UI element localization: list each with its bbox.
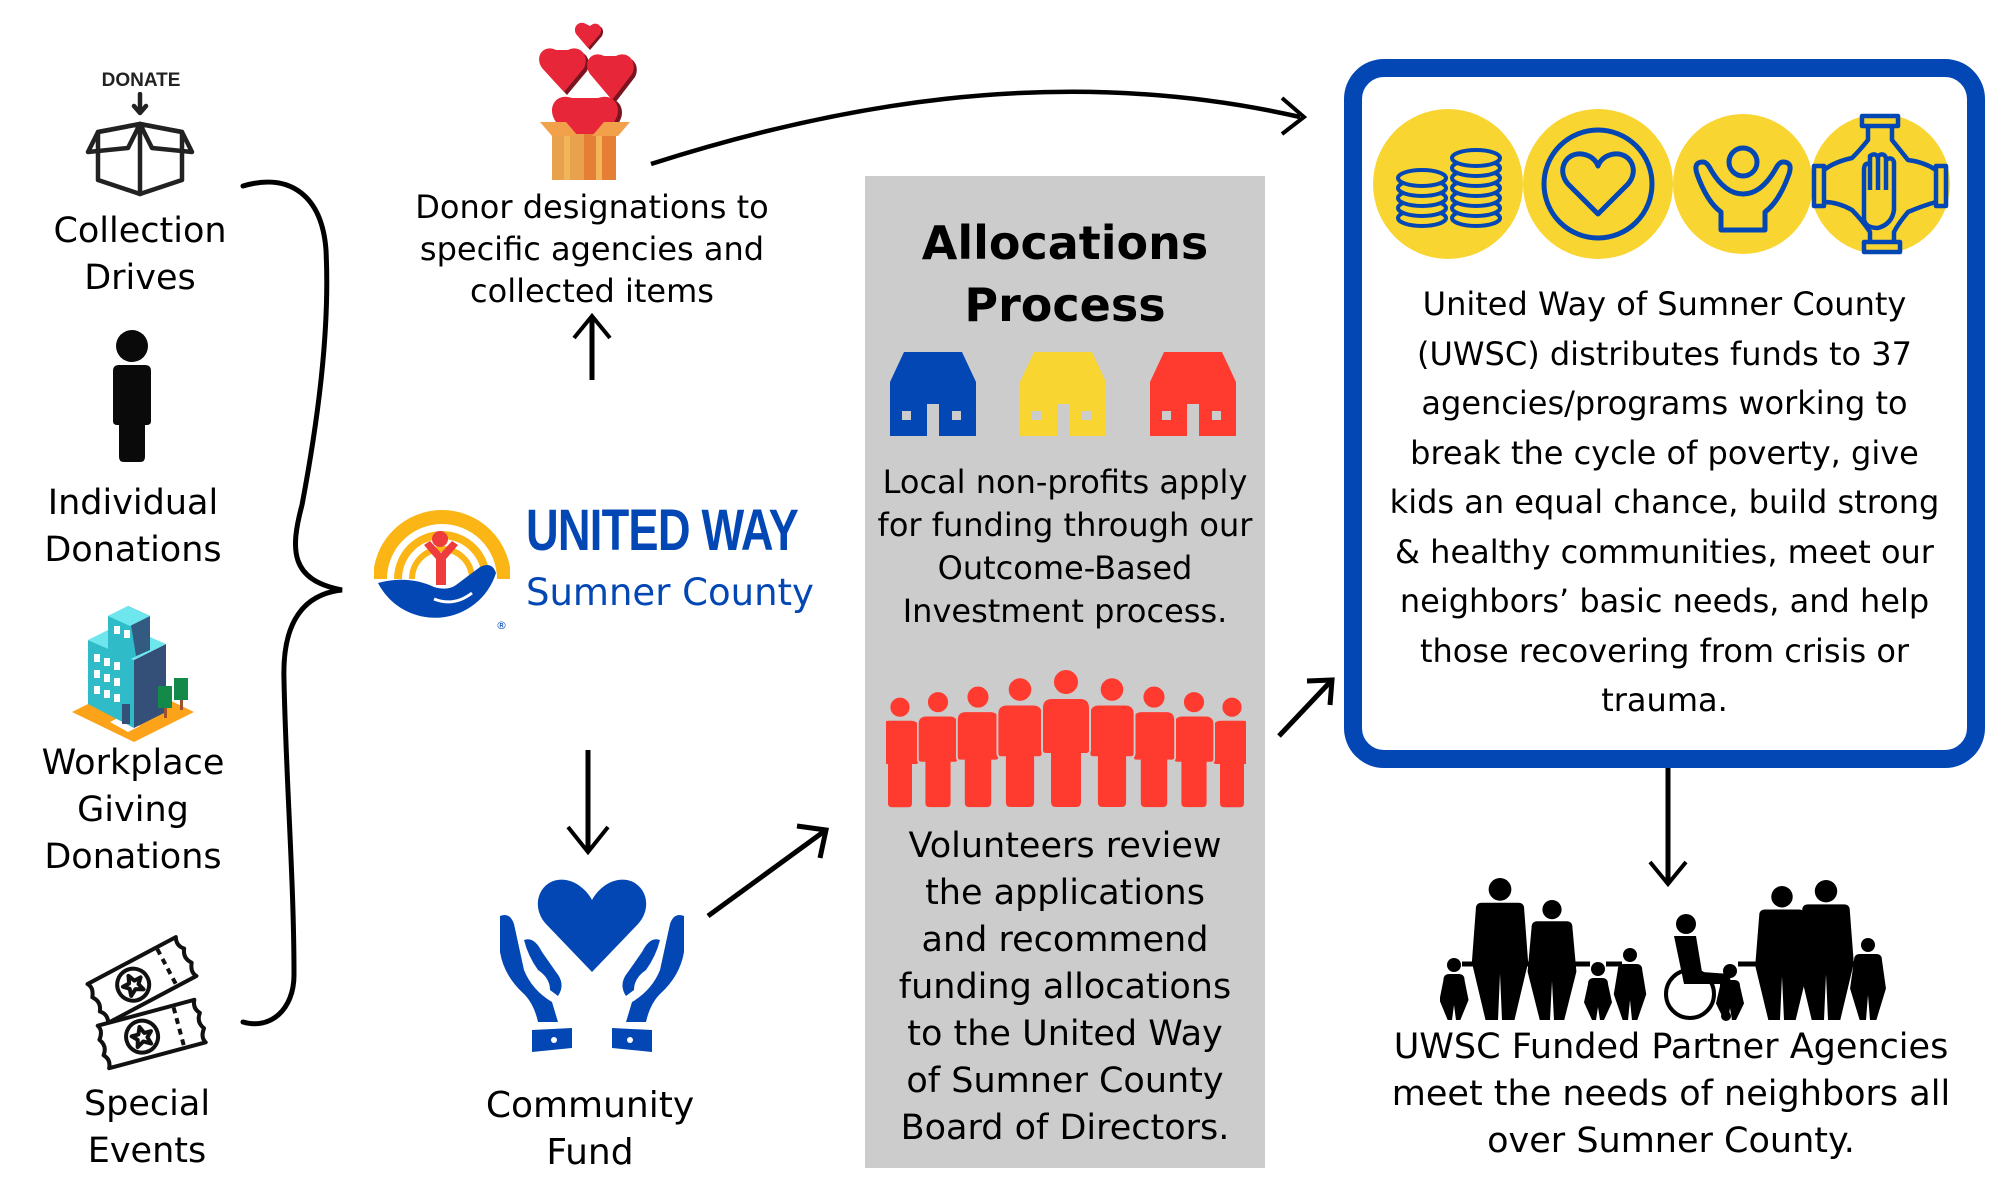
arrow-panel-to-box (1277, 678, 1334, 738)
hearts-gift-box-icon (539, 22, 637, 180)
uwsc-line-2: (UWSC) distributes funds to 37 (1417, 334, 1912, 373)
special-events-line-1: Special (83, 1084, 211, 1124)
family-silhouette-icon (1440, 878, 1886, 1021)
special-events-label: Special Events (47, 1081, 247, 1175)
family-member-silhouette (1584, 962, 1612, 1020)
donate-box-icon (85, 92, 195, 197)
individual-donations-label: Individual Donations (33, 480, 233, 574)
heart-in-hands-icon (500, 879, 684, 1052)
uwsc-line-1: United Way of Sumner County (1422, 285, 1907, 323)
step1-line-2: for funding through our (877, 506, 1253, 544)
donor-designations-line-2: specific agencies and (419, 230, 765, 268)
step2-line-4: funding allocations (898, 967, 1232, 1007)
workplace-giving-label: Workplace Giving Donations (33, 740, 233, 881)
family-member-silhouette (1798, 880, 1854, 1020)
arrow-panel-to-box-head (1306, 677, 1335, 706)
uwsc-line-5: kids an equal chance, build strong (1389, 483, 1940, 521)
house-icon-red (1150, 352, 1236, 436)
house-icon-yellow (1020, 352, 1106, 436)
volunteer-figure (956, 684, 1000, 808)
uwsc-distribution-text: United Way of Sumner County (UWSC) distr… (1362, 280, 1967, 726)
individual-donations-line-1: Individual (47, 483, 219, 523)
heart-circle-icon (1523, 109, 1673, 259)
donor-designations-line-3: collected items (470, 272, 714, 310)
step2-line-3: and recommend (921, 920, 1209, 960)
volunteer-figure (1132, 684, 1176, 808)
family-member-silhouette (1471, 878, 1529, 1020)
step2-line-7: Board of Directors. (900, 1108, 1230, 1148)
uwsc-line-6: & healthy communities, meet our (1395, 532, 1934, 571)
donate-label: DONATE (101, 70, 181, 91)
step1-line-4: Investment process. (902, 592, 1228, 630)
united-way-wordmark: UNITED WAY (526, 498, 799, 563)
uwsc-line-3: agencies/programs working to (1421, 384, 1908, 422)
impact-icons-row (1373, 109, 1950, 259)
volunteer-figure (1211, 696, 1246, 808)
step2-line-2: the applications (925, 873, 1205, 913)
allocations-title: Allocations Process (865, 212, 1265, 336)
volunteer-figure (1172, 690, 1216, 808)
allocations-title-line-1: Allocations (921, 216, 1209, 270)
houses-row (890, 352, 1236, 436)
community-fund-label: Community Fund (440, 1082, 740, 1176)
family-member-silhouette (1613, 948, 1647, 1020)
curved-arrow-head (1280, 96, 1308, 136)
volunteer-figure (1088, 676, 1136, 808)
step2-line-5: to the United Way (907, 1014, 1223, 1054)
family-member-silhouette (1440, 958, 1469, 1020)
uwsc-line-9: trauma. (1601, 681, 1728, 719)
donor-designations-line-1: Donor designations to (415, 188, 769, 226)
coins-icon (1373, 109, 1523, 259)
allocations-step1-text: Local non-profits apply for funding thro… (865, 461, 1265, 633)
volunteer-figure (916, 690, 960, 808)
family-member-silhouette (1850, 938, 1886, 1020)
registered-mark: ® (496, 619, 507, 632)
collection-drives-line-2: Drives (84, 258, 196, 298)
source-brace (240, 179, 343, 1027)
united-way-logo-icon: ® (374, 510, 510, 632)
special-events-line-2: Events (87, 1131, 207, 1171)
up-arrow-head (572, 312, 612, 340)
collection-drives-label: Collection Drives (40, 208, 240, 302)
sumner-county-wordmark: Sumner County (526, 571, 814, 614)
step1-line-1: Local non-profits apply (882, 463, 1248, 501)
partner-line-1: UWSC Funded Partner Agencies (1393, 1027, 1949, 1067)
allocations-title-line-2: Process (964, 278, 1166, 332)
family-member-silhouette (1755, 886, 1809, 1020)
down-arrow-community-head (566, 825, 610, 856)
workplace-giving-line-3: Donations (44, 837, 222, 877)
person-icon (113, 330, 151, 462)
step2-line-6: of Sumner County (906, 1061, 1224, 1101)
workplace-giving-line-1: Workplace (41, 743, 225, 783)
wheelchair-silhouette (1664, 914, 1732, 1021)
building-icon (72, 606, 194, 742)
collection-drives-line-1: Collection (53, 211, 227, 251)
person-cheering-icon (1673, 114, 1813, 254)
family-member-silhouette (1527, 900, 1577, 1020)
volunteer-figure (996, 676, 1044, 808)
arrow-community-to-panel (706, 827, 828, 919)
tickets-icon (85, 935, 208, 1071)
individual-donations-line-2: Donations (44, 530, 222, 570)
partner-line-2: meet the needs of neighbors all (1391, 1074, 1951, 1114)
uwsc-line-4: break the cycle of poverty, give (1410, 433, 1919, 472)
donor-designations-label: Donor designations to specific agencies … (392, 186, 792, 312)
community-fund-line-2: Fund (546, 1132, 634, 1173)
uwsc-line-8: those recovering from crisis or (1419, 631, 1910, 670)
house-icon-blue (890, 352, 976, 436)
uwsc-line-7: neighbors’ basic needs, and help (1399, 582, 1930, 620)
hands-together-icon (1810, 113, 1950, 255)
volunteer-figure (886, 696, 921, 808)
volunteers-group-icon (886, 668, 1246, 808)
step1-line-3: Outcome-Based (937, 549, 1193, 587)
step2-line-1: Volunteers review (908, 826, 1222, 866)
partner-line-3: over Sumner County. (1487, 1121, 1855, 1161)
arrow-community-to-panel-head (796, 823, 830, 859)
allocations-step2-text: Volunteers review the applications and r… (865, 823, 1265, 1152)
community-fund-line-1: Community (485, 1085, 695, 1126)
volunteer-figure (1041, 668, 1091, 808)
curved-arrow-to-box (650, 89, 1301, 167)
partner-agencies-label: UWSC Funded Partner Agencies meet the ne… (1371, 1024, 1971, 1165)
workplace-giving-line-2: Giving (77, 790, 189, 830)
